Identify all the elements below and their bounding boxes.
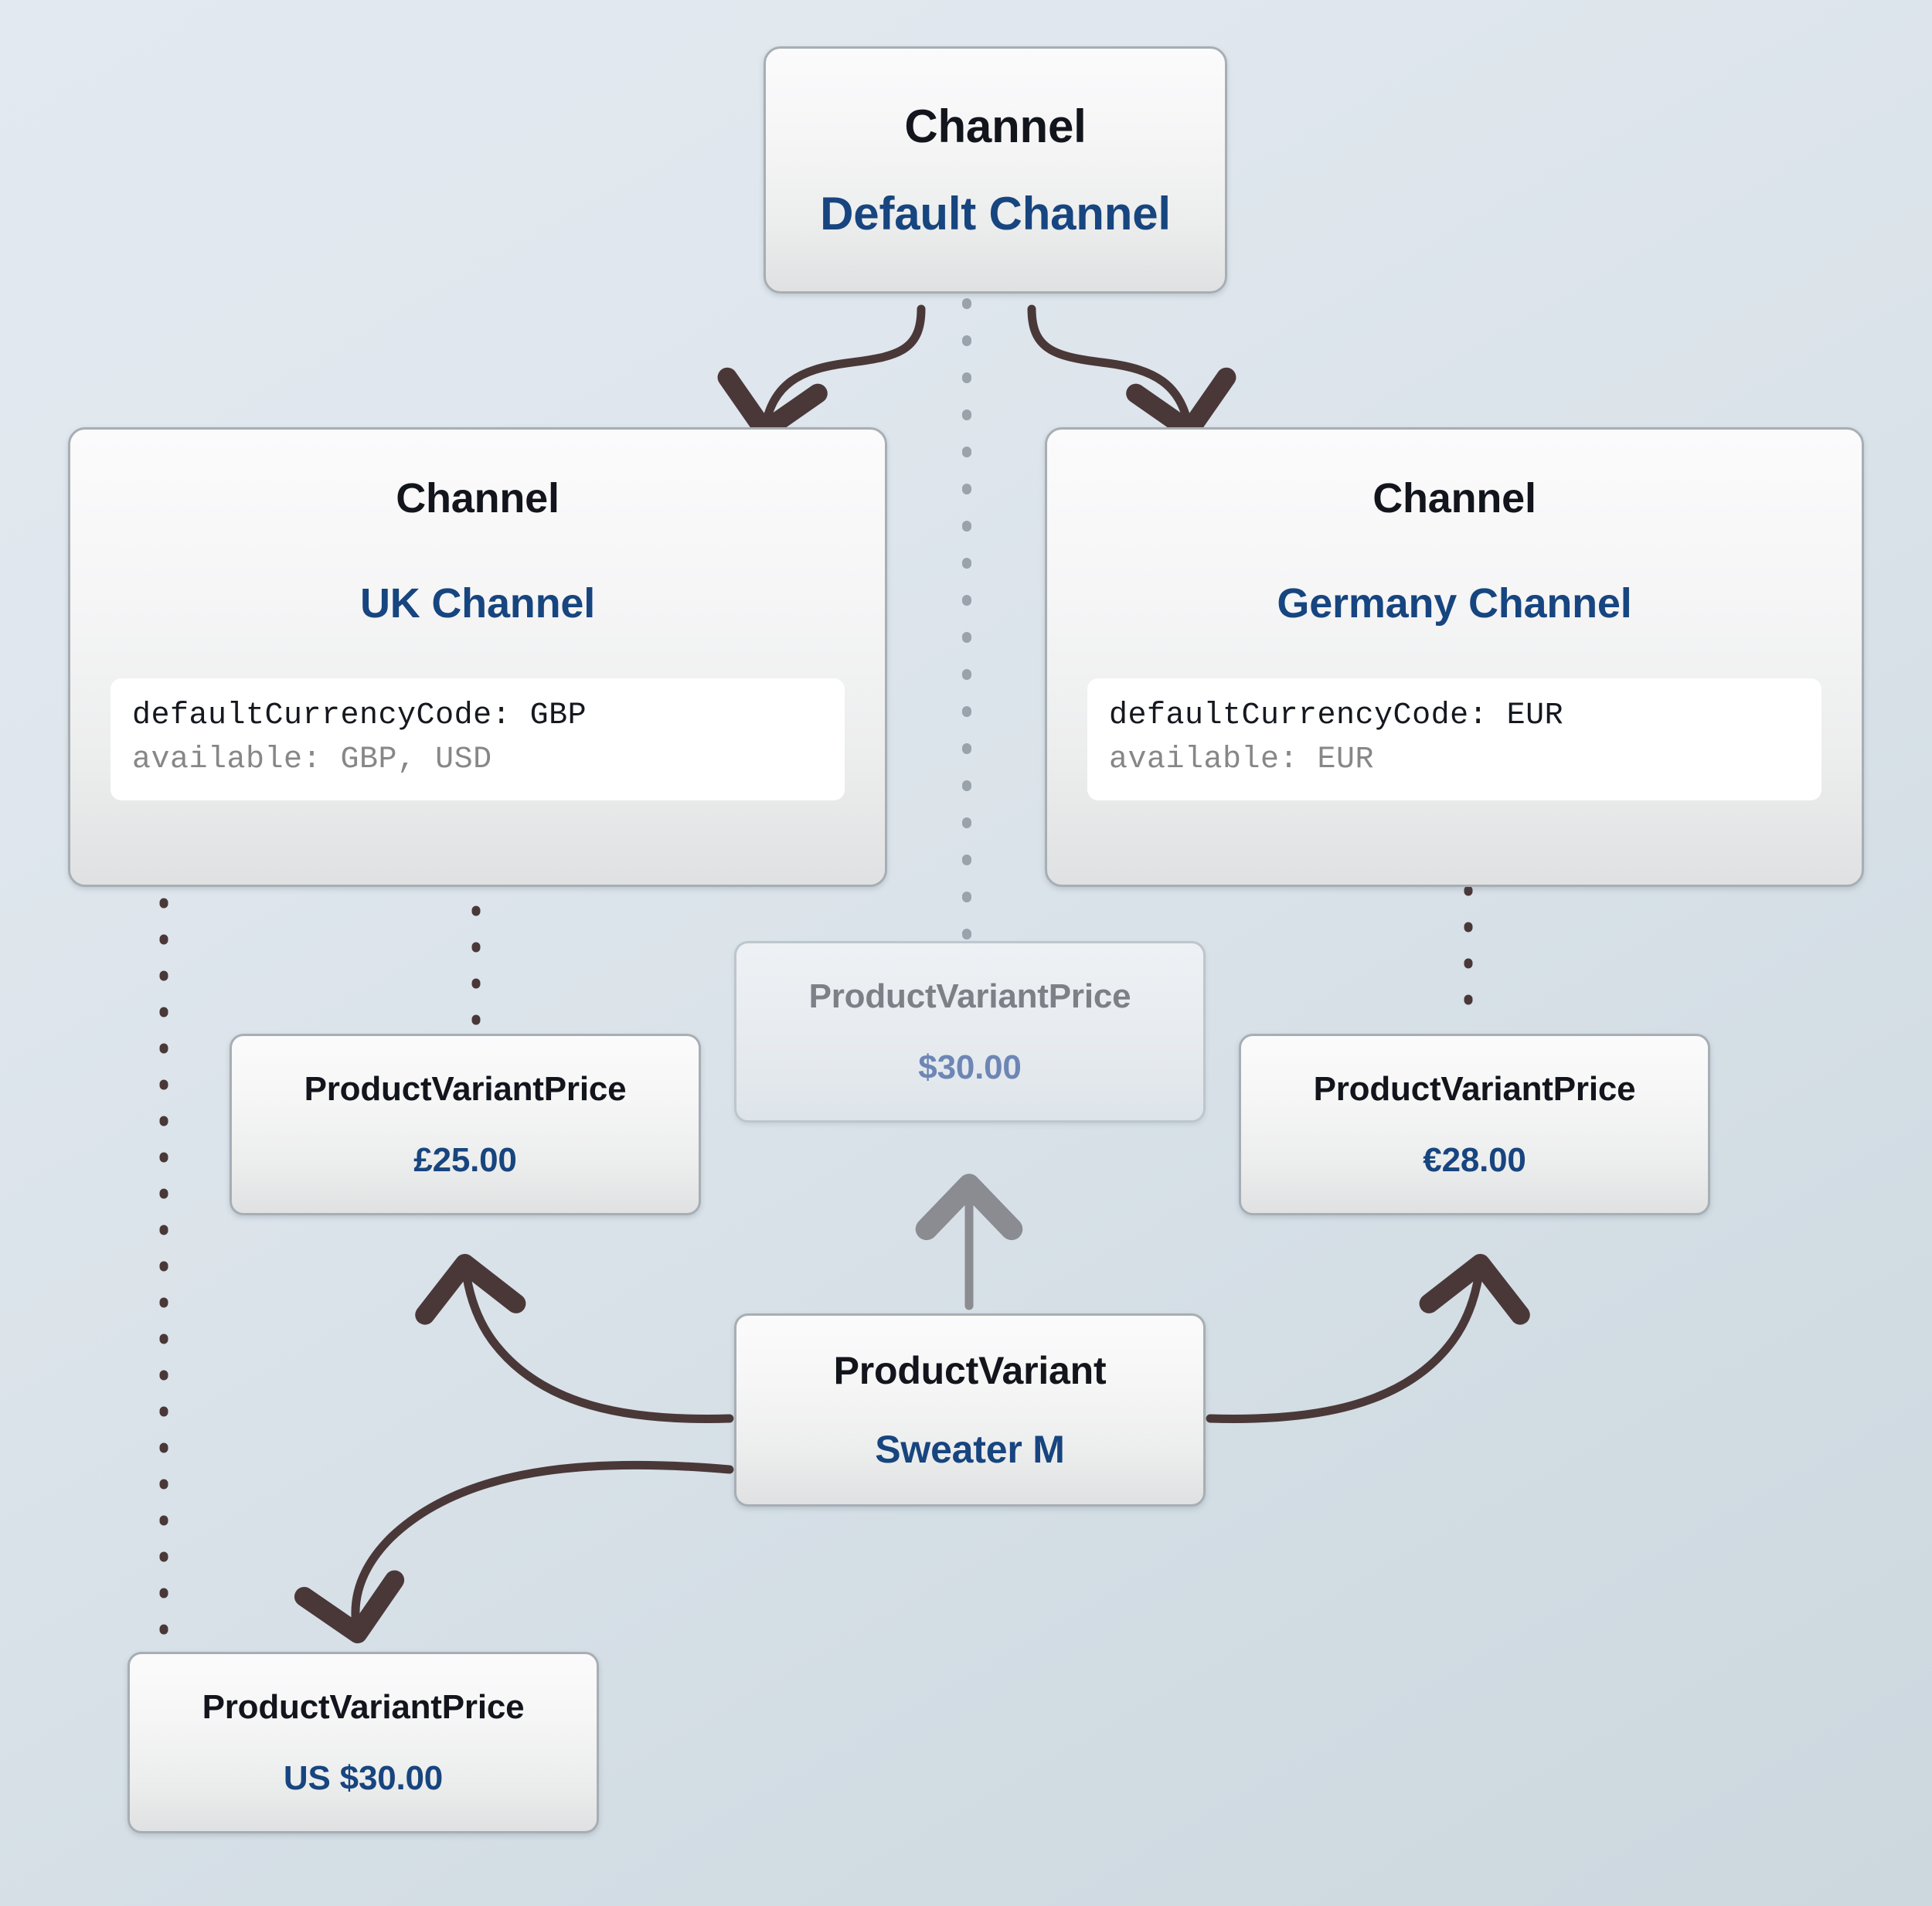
node-price-value: $30.00 [918, 1048, 1022, 1086]
edge-variant-to-gbp [415, 1253, 734, 1423]
default-currency-code-line: defaultCurrencyCode: GBP [132, 698, 587, 733]
node-type-label: Channel [396, 475, 560, 522]
node-name-label: Sweater M [875, 1428, 1065, 1471]
edge-default-to-germany [1027, 304, 1236, 440]
edge-default-to-uk [717, 304, 926, 440]
node-uk-channel[interactable]: Channel UK Channel defaultCurrencyCode: … [68, 427, 887, 887]
node-default-channel[interactable]: Channel Default Channel [764, 46, 1227, 294]
node-price-value: US $30.00 [283, 1758, 444, 1797]
node-price-value: £25.00 [413, 1140, 517, 1179]
default-currency-code-line: defaultCurrencyCode: EUR [1109, 698, 1564, 733]
node-type-label: ProductVariantPrice [1313, 1069, 1636, 1108]
node-name-label: Default Channel [820, 188, 1171, 240]
available-currencies-line: available: GBP, USD [132, 742, 492, 777]
node-type-label: ProductVariantPrice [304, 1069, 627, 1108]
node-name-label: Germany Channel [1277, 580, 1632, 627]
node-germany-channel[interactable]: Channel Germany Channel defaultCurrencyC… [1045, 427, 1864, 887]
node-name-label: UK Channel [359, 580, 596, 627]
node-type-label: Channel [904, 100, 1087, 152]
node-product-variant-price-usd[interactable]: ProductVariantPrice US $30.00 [128, 1652, 599, 1833]
node-type-label: ProductVariantPrice [808, 977, 1131, 1015]
uk-channel-currency-code-block: defaultCurrencyCode: GBP available: GBP,… [111, 678, 845, 800]
edge-variant-to-eur [1206, 1253, 1530, 1423]
node-product-variant-price-gbp[interactable]: ProductVariantPrice £25.00 [230, 1034, 701, 1215]
node-type-label: Channel [1372, 475, 1536, 522]
node-product-variant[interactable]: ProductVariant Sweater M [734, 1313, 1206, 1507]
node-type-label: ProductVariant [833, 1349, 1107, 1392]
node-type-label: ProductVariantPrice [202, 1687, 525, 1726]
node-product-variant-price-usd-faded[interactable]: ProductVariantPrice $30.00 [734, 941, 1206, 1123]
edge-variant-to-usd [294, 1460, 734, 1643]
node-price-value: €28.00 [1423, 1140, 1526, 1179]
available-currencies-line: available: EUR [1109, 742, 1375, 777]
germany-channel-currency-code-block: defaultCurrencyCode: EUR available: EUR [1087, 678, 1821, 800]
node-product-variant-price-eur[interactable]: ProductVariantPrice €28.00 [1239, 1034, 1710, 1215]
